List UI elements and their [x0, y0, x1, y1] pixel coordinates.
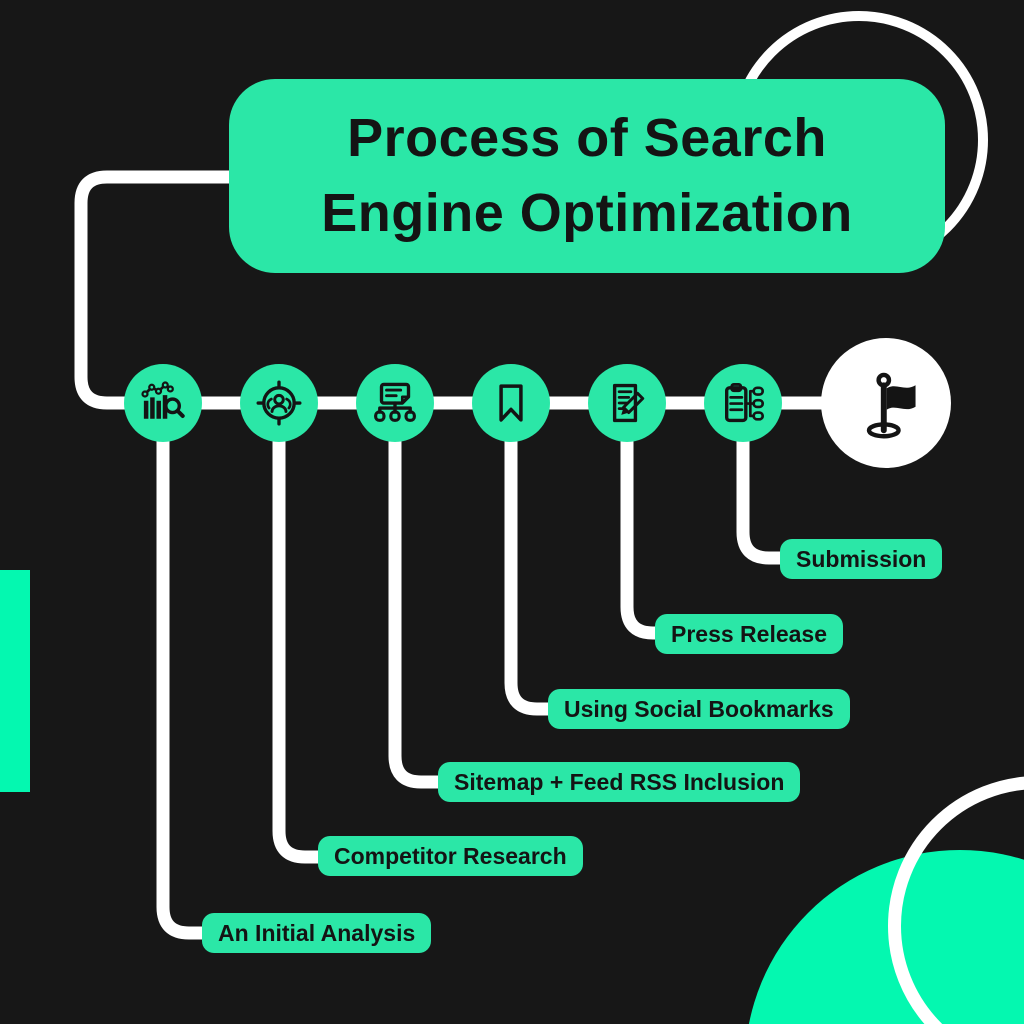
sitemap-icon: [374, 382, 416, 422]
step-5-node: [588, 364, 666, 442]
step-1-node: [124, 364, 202, 442]
step-3-label: Sitemap + Feed RSS Inclusion: [438, 762, 801, 802]
title-banner: Process of Search Engine Optimization: [229, 79, 945, 273]
document-pencil-icon: [612, 383, 645, 423]
step-2-node: [240, 364, 318, 442]
step-3-node: [356, 364, 434, 442]
title-line-2: Engine Optimization: [321, 183, 853, 243]
finish-flag-icon: [866, 372, 916, 439]
step-6-label: Submission: [780, 539, 943, 579]
step-4-label: Using Social Bookmarks: [548, 689, 850, 729]
step-4-node: [472, 364, 550, 442]
analysis-chart-icon: [141, 381, 185, 419]
target-audience-icon: [256, 380, 302, 426]
step-5-label: Press Release: [655, 614, 844, 654]
connector-step-3: [388, 403, 442, 789]
finish-node: [821, 338, 951, 468]
connector-title-to-timeline: [74, 170, 231, 410]
step-1-label: An Initial Analysis: [202, 913, 432, 953]
step-6-node: [704, 364, 782, 442]
title-line-1: Process of Search: [347, 108, 827, 169]
bookmark-icon: [499, 384, 523, 422]
connector-step-4: [504, 403, 552, 716]
step-2-label: Competitor Research: [318, 836, 583, 876]
clipboard-share-icon: [725, 382, 765, 423]
connector-step-1: [156, 403, 206, 940]
connector-step-5: [620, 403, 660, 640]
decorative-rectangle-left: [0, 570, 30, 792]
connector-step-6: [736, 403, 784, 565]
connector-step-2: [272, 403, 322, 864]
